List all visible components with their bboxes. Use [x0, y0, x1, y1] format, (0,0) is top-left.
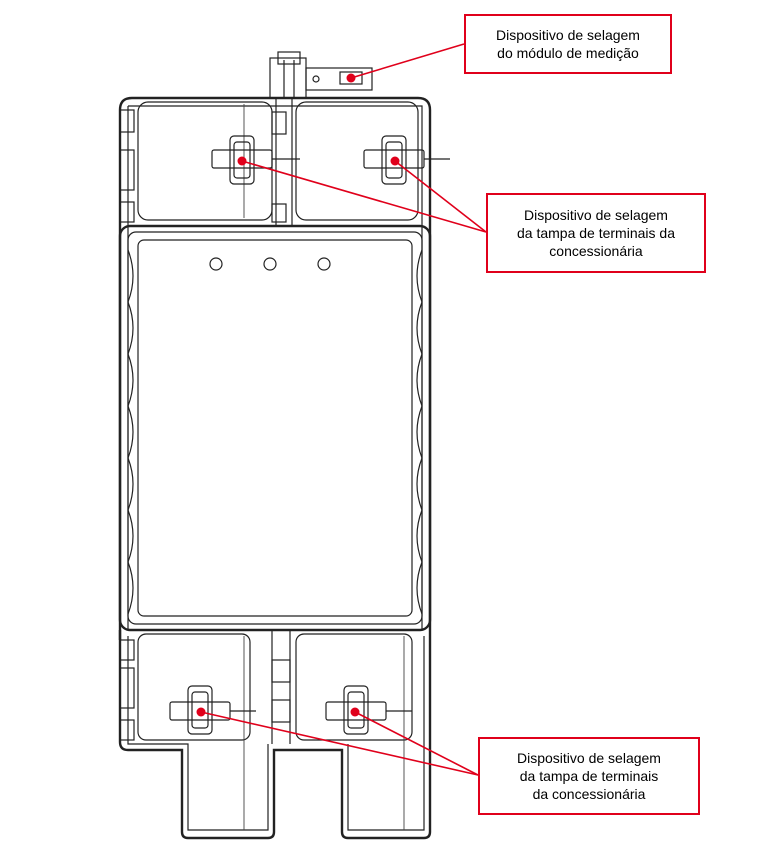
housing-outline — [118, 96, 432, 640]
leader-bottom-right-seal — [354, 711, 479, 776]
leader-meter-seal — [350, 43, 465, 79]
main-body — [118, 224, 432, 632]
leader-top-left-seal — [241, 160, 487, 233]
seal-markers — [196, 73, 400, 717]
bottom-left-seal-marker — [196, 707, 206, 717]
bottom-terminal-section — [118, 630, 432, 840]
meter-seal-connector — [269, 51, 373, 99]
callout-line: da tampa de terminais — [519, 768, 659, 784]
callout-line: da concessionária — [532, 786, 646, 802]
callout-line: do módulo de medição — [497, 45, 639, 61]
bottom-left-seal-clip — [169, 685, 256, 735]
callout-line: Dispositivo de selagem — [524, 207, 668, 223]
callout-line: Dispositivo de selagem — [496, 27, 640, 43]
meter-seal-callout: Dispositivo de selagem do módulo de medi… — [464, 14, 672, 74]
indicator-hole-2 — [263, 257, 277, 271]
indicator-hole-3 — [317, 257, 331, 271]
leader-bottom-left-seal — [200, 711, 479, 776]
top-terminal-cover-seal-callout: Dispositivo de selagem da tampa de termi… — [486, 193, 706, 273]
top-right-seal-marker — [390, 156, 400, 166]
callout-line: da tampa de terminais da — [517, 225, 675, 241]
leader-top-right-seal — [394, 160, 487, 233]
bottom-terminal-cover-seal-callout: Dispositivo de selagem da tampa de termi… — [478, 737, 700, 815]
bottom-right-seal-clip — [325, 685, 412, 735]
bottom-right-seal-marker — [350, 707, 360, 717]
indicator-hole-1 — [209, 257, 223, 271]
leader-lines — [200, 43, 487, 776]
meter-seal-marker — [346, 73, 356, 83]
top-left-seal-clip — [211, 135, 300, 185]
top-right-seal-clip — [363, 135, 450, 185]
callout-line: concessionária — [549, 243, 643, 259]
top-left-seal-marker — [237, 156, 247, 166]
callout-line: Dispositivo de selagem — [517, 750, 661, 766]
